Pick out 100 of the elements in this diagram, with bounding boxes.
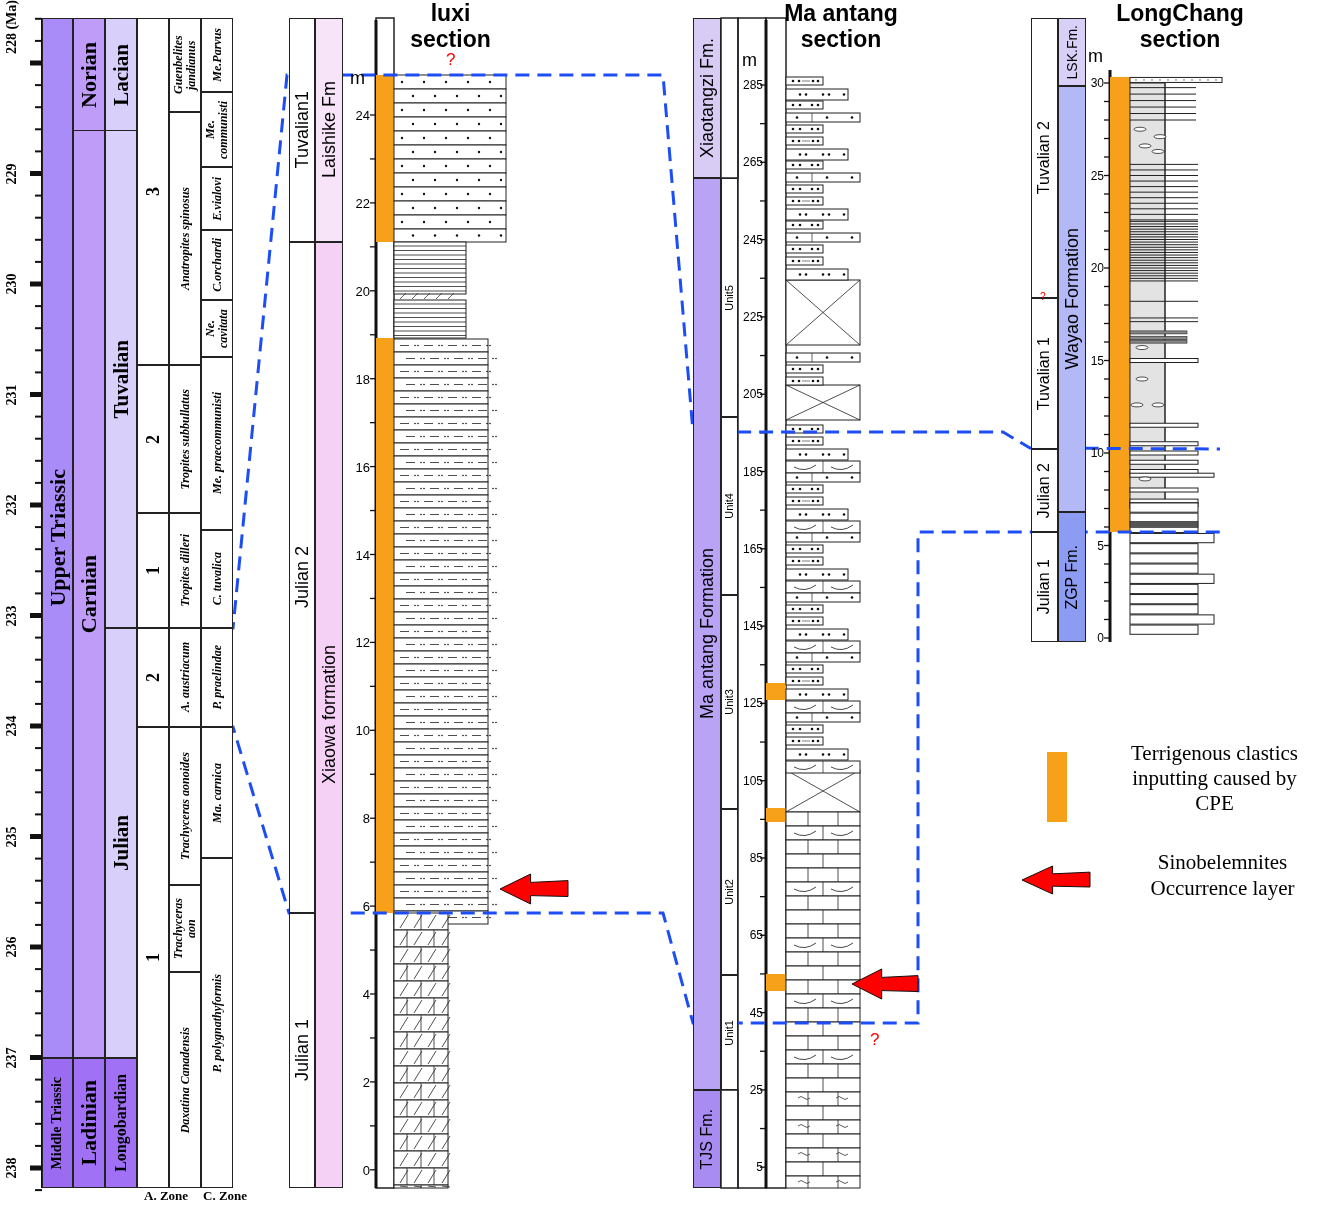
legend-label: Terrigenous clastics inputting caused by CPE bbox=[1129, 741, 1300, 817]
depth-tick-label: 245 bbox=[741, 232, 763, 247]
depth-tick-label: 205 bbox=[741, 387, 763, 402]
depth-tick-label: 85 bbox=[748, 851, 763, 865]
formation-band: Ma antang Formation bbox=[693, 178, 721, 1090]
depth-tick-label: 25 bbox=[1089, 168, 1104, 183]
depth-tick-label: 5 bbox=[1096, 538, 1104, 553]
zone-number: 1 bbox=[137, 727, 169, 1188]
depth-tick-label: 0 bbox=[361, 1162, 370, 1178]
formation-band: Xiaowa formation bbox=[315, 242, 343, 1188]
depth-tick-label: 145 bbox=[741, 619, 763, 634]
uncertain-mark: ? bbox=[870, 1030, 880, 1050]
column-header: A. Zone bbox=[144, 1188, 189, 1204]
substage-band: Tuvalian bbox=[105, 130, 137, 628]
ammonoid-zone: A. austriacum bbox=[169, 628, 201, 727]
depth-tick-label: 16 bbox=[354, 459, 370, 475]
depth-tick-label: 20 bbox=[354, 283, 370, 299]
age-tick-label: 231 bbox=[4, 384, 20, 405]
depth-tick-label: 18 bbox=[354, 371, 370, 387]
legend-label: Sinobelemnites Occurrence layer bbox=[1149, 849, 1296, 902]
age-tick-label: 238 bbox=[4, 1157, 20, 1179]
section-title: LongChang section bbox=[1115, 0, 1245, 53]
unit-band: Unit3 bbox=[721, 595, 738, 809]
unit-band: Unit5 bbox=[721, 178, 738, 417]
period-band: Middle Triassic bbox=[42, 1058, 73, 1188]
conodont-zone: C. tuvalica bbox=[201, 530, 233, 628]
depth-tick-label: 15 bbox=[1089, 353, 1104, 368]
period-band: Upper Triassic bbox=[42, 18, 73, 1058]
unit-band: Unit1 bbox=[721, 975, 738, 1090]
formation-band: Xiaotangzi Fm. bbox=[693, 18, 721, 178]
depth-tick-label: 12 bbox=[354, 634, 370, 650]
age-tick-label: 233 bbox=[4, 605, 20, 626]
depth-tick-label: 185 bbox=[741, 464, 763, 479]
depth-tick-label: 30 bbox=[1089, 76, 1104, 90]
age-tick-label: 229 bbox=[4, 163, 20, 184]
conodont-zone: Me. communisti bbox=[201, 92, 233, 167]
age-tick-label: 235 bbox=[4, 826, 20, 847]
depth-tick-label: 4 bbox=[361, 986, 370, 1002]
zone-number: 3 bbox=[137, 18, 169, 365]
section-title: luxi section bbox=[409, 0, 492, 53]
section-title: Ma antang section bbox=[783, 0, 899, 53]
conodont-zone: Me. praecommunisti bbox=[201, 357, 233, 530]
formation-band: TJS Fm. bbox=[693, 1090, 721, 1188]
ammonoid-zone: Daxatina Canadensis bbox=[169, 972, 201, 1188]
formation-band: Laishike Fm bbox=[315, 18, 343, 242]
ammonoid-zone: Tropites dilleri bbox=[169, 513, 201, 628]
depth-tick-label: 0 bbox=[1096, 631, 1104, 645]
substage-band: Julian 2 bbox=[1031, 449, 1058, 532]
substage-band: Tuvalian 1 bbox=[1031, 298, 1058, 449]
zone-number: 1 bbox=[137, 513, 169, 628]
depth-tick-label: 45 bbox=[748, 1005, 763, 1020]
conodont-zone: P. praelindae bbox=[201, 628, 233, 727]
depth-tick-label: 14 bbox=[354, 547, 370, 562]
depth-tick-label: 165 bbox=[741, 541, 763, 556]
stage-band: Carnian bbox=[73, 130, 105, 1058]
unit-label: m bbox=[1088, 46, 1103, 67]
zone-number: 2 bbox=[137, 628, 169, 727]
depth-tick-label: 8 bbox=[361, 810, 370, 826]
ammonoid-zone: Anatropites spinosus bbox=[169, 112, 201, 365]
unit-label: m bbox=[742, 50, 757, 71]
unit-band: Unit4 bbox=[721, 417, 738, 595]
substage-band: Julian 1 bbox=[1031, 532, 1058, 642]
age-tick-label: 232 bbox=[4, 494, 20, 516]
substage-band: Julian 1 bbox=[289, 913, 315, 1188]
age-tick-label: 230 bbox=[4, 273, 20, 295]
unit-band: Unit2 bbox=[721, 809, 738, 975]
depth-tick-label: 6 bbox=[361, 898, 370, 914]
ammonoid-zone: Tropites subbullatus bbox=[169, 365, 201, 513]
conodont-zone: Me.Parvus bbox=[201, 18, 233, 92]
age-tick-label: 234 bbox=[4, 715, 20, 737]
column-header: C. Zone bbox=[203, 1188, 248, 1204]
substage-band: Tuvalian1 bbox=[289, 18, 315, 242]
depth-tick-label: 10 bbox=[1089, 446, 1104, 460]
ammonoid-zone: Trachyceras aonoides bbox=[169, 727, 201, 885]
depth-tick-label: 20 bbox=[1089, 261, 1104, 275]
formation-band: Wayao Formation bbox=[1058, 86, 1086, 512]
depth-tick-label: 105 bbox=[741, 773, 763, 788]
age-tick-label: 228 (Ma) bbox=[4, 0, 20, 55]
substage-band: Julian 2 bbox=[289, 242, 315, 913]
formation-band: LSK.Fm. bbox=[1058, 18, 1086, 86]
depth-tick-label: 22 bbox=[354, 195, 370, 211]
stage-band: Norian bbox=[73, 18, 105, 130]
depth-tick-label: 25 bbox=[748, 1082, 763, 1097]
ammonoid-zone: Guenbelites jandianus bbox=[169, 18, 201, 112]
substage-band: Longobardian bbox=[105, 1058, 137, 1188]
zone-number: 2 bbox=[137, 365, 169, 513]
conodont-zone: Ma. carnica bbox=[201, 727, 233, 858]
depth-tick-label: 65 bbox=[748, 928, 763, 943]
conodont-zone: E.vialovi bbox=[201, 167, 233, 230]
conodont-zone: Ne. cavitata bbox=[201, 300, 233, 357]
depth-tick-label: 24 bbox=[354, 107, 370, 123]
conodont-zone: C.orchardi bbox=[201, 230, 233, 300]
depth-tick-label: 265 bbox=[741, 155, 763, 170]
substage-band: Julian bbox=[105, 628, 137, 1058]
depth-tick-label: 285 bbox=[741, 78, 763, 92]
depth-tick-label: 2 bbox=[361, 1074, 370, 1090]
uncertain-mark: ? bbox=[446, 50, 456, 70]
depth-tick-label: 10 bbox=[354, 722, 370, 738]
depth-tick-label: 5 bbox=[755, 1160, 763, 1175]
ammonoid-zone: Trachyceras aon bbox=[169, 885, 201, 972]
